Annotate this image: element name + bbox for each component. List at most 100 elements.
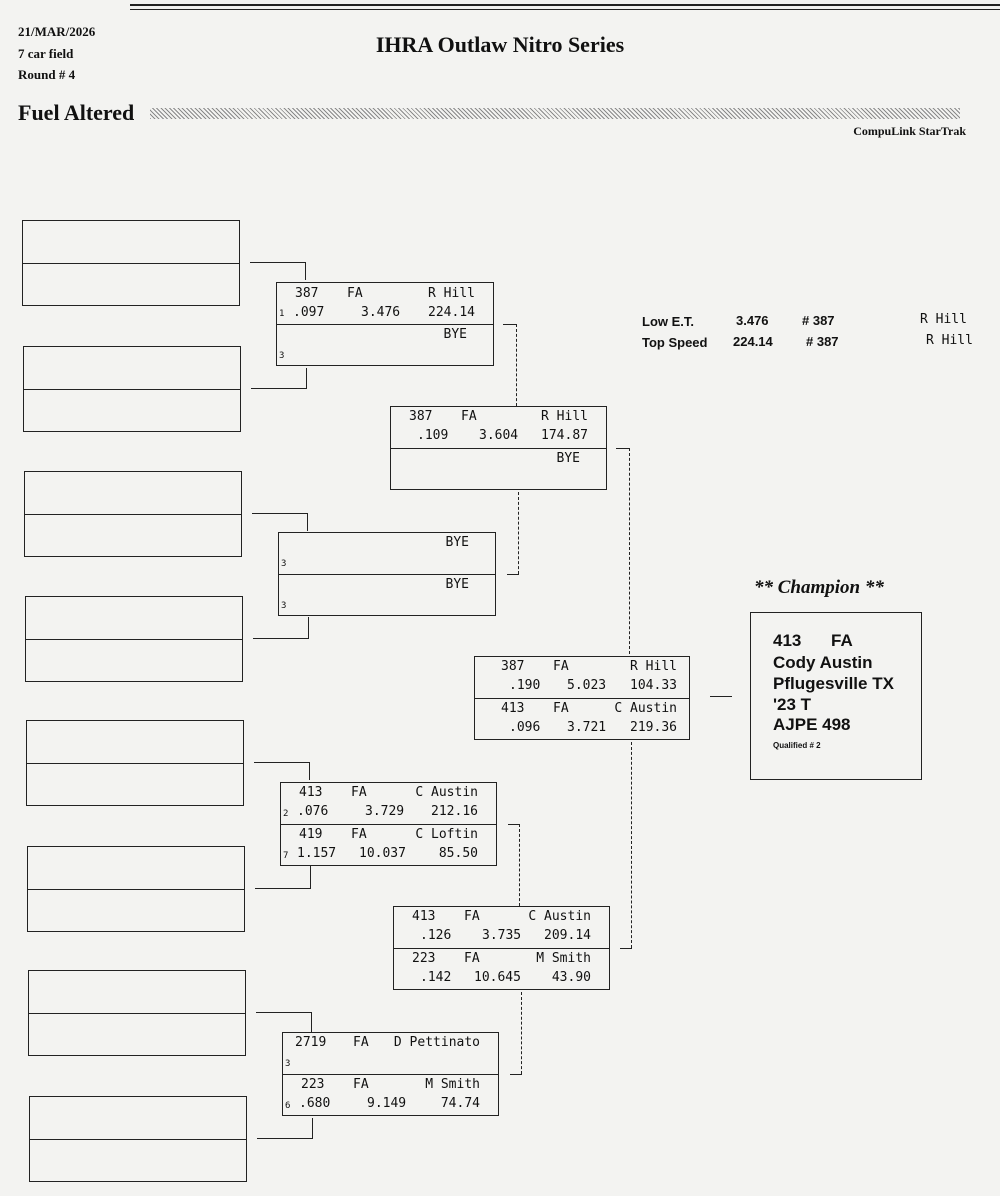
elapsed-time: 3.604: [479, 428, 519, 443]
champion-car-number: 413: [773, 631, 802, 650]
top-speed-car: # 387: [806, 334, 839, 349]
champion-label: ** Champion **: [754, 577, 884, 598]
top-speed-label: Top Speed: [642, 335, 708, 350]
car-number: 413: [299, 785, 323, 800]
reaction-time: .096: [509, 720, 541, 735]
driver-name: R Hill: [630, 659, 677, 674]
elapsed-time: 10.645: [474, 970, 521, 985]
round1-box: [22, 220, 240, 306]
car-class: FA: [353, 1035, 369, 1050]
reaction-time: .190: [509, 678, 541, 693]
speed: 219.36: [630, 720, 677, 735]
seed: 3: [281, 601, 287, 611]
reaction-time: .076: [297, 804, 329, 819]
elapsed-time: 10.037: [359, 846, 406, 861]
round2-match-2: BYE 3 BYE 3: [278, 532, 496, 616]
car-number: 387: [409, 409, 433, 424]
driver-name: BYE: [556, 451, 580, 466]
driver-name: R Hill: [428, 286, 475, 301]
champion-engine: AJPE 498: [773, 715, 851, 734]
round1-box: [27, 846, 245, 932]
driver-name: BYE: [443, 327, 467, 342]
car-class: FA: [553, 659, 569, 674]
seed: 1: [279, 309, 285, 319]
round-number: Round # 4: [18, 67, 76, 82]
reaction-time: .142: [420, 970, 452, 985]
round1-box: [23, 346, 241, 432]
speed: 104.33: [630, 678, 677, 693]
title-hatch-bar: [150, 108, 960, 119]
low-et-driver: R Hill: [920, 312, 967, 327]
driver-name: C Loftin: [415, 827, 478, 842]
round1-box: [29, 1096, 247, 1182]
champion-qualified: Qualified # 2: [773, 741, 821, 750]
top-speed-value: 224.14: [733, 334, 773, 349]
champion-hometown: Pflugesville TX: [773, 674, 894, 693]
elapsed-time: 3.476: [361, 305, 401, 320]
driver-name: R Hill: [541, 409, 588, 424]
round1-box: [28, 970, 246, 1056]
car-class: FA: [351, 827, 367, 842]
low-et-car: # 387: [802, 313, 835, 328]
car-class: FA: [461, 409, 477, 424]
round1-box: [26, 720, 244, 806]
elapsed-time: 5.023: [567, 678, 607, 693]
page-title: IHRA Outlaw Nitro Series: [375, 32, 625, 57]
header-rule-thin: [130, 9, 1000, 10]
champion-driver: Cody Austin: [773, 653, 873, 672]
semifinal-match-2: 413 FA C Austin .126 3.735 209.14 223 FA…: [393, 906, 610, 990]
elapsed-time: 3.721: [567, 720, 607, 735]
car-number: 387: [295, 286, 319, 301]
driver-name: D Pettinato: [393, 1035, 480, 1050]
seed: 3: [281, 559, 287, 569]
class-title: Fuel Altered: [18, 100, 135, 125]
reaction-time: .109: [417, 428, 449, 443]
car-number: 223: [301, 1077, 325, 1092]
semifinal-match-1: 387 FA R Hill .109 3.604 174.87 BYE: [390, 406, 607, 490]
car-class: FA: [347, 286, 363, 301]
elapsed-time: 9.149: [367, 1096, 407, 1111]
car-class: FA: [353, 1077, 369, 1092]
seed: 3: [285, 1059, 291, 1069]
speed: 85.50: [438, 846, 478, 861]
car-number: 419: [299, 827, 323, 842]
final-match: 387 FA R Hill .190 5.023 104.33 413 FA C…: [474, 656, 690, 740]
seed: 2: [283, 809, 289, 819]
low-et-label: Low E.T.: [642, 314, 694, 329]
elapsed-time: 3.735: [482, 928, 522, 943]
round1-box: [25, 596, 243, 682]
car-number: 413: [412, 909, 436, 924]
seed: 6: [285, 1101, 291, 1111]
champion-car: '23 T: [773, 695, 812, 714]
driver-name: BYE: [445, 577, 469, 592]
speed: 209.14: [544, 928, 591, 943]
round2-match-4: 2719 FA D Pettinato 3 223 FA M Smith 6 .…: [282, 1032, 499, 1116]
driver-name: C Austin: [614, 701, 677, 716]
champion-connector: [710, 696, 732, 697]
driver-name: C Austin: [415, 785, 478, 800]
car-class: FA: [553, 701, 569, 716]
event-date: 21/MAR/2026: [18, 24, 96, 39]
seed: 3: [279, 351, 285, 361]
reaction-time: 1.157: [297, 846, 337, 861]
header-rule-thick: [130, 4, 1000, 6]
round1-box: [24, 471, 242, 557]
driver-name: M Smith: [536, 951, 591, 966]
software-credit: CompuLink StarTrak: [853, 124, 966, 138]
driver-name: BYE: [445, 535, 469, 550]
car-class: FA: [464, 951, 480, 966]
round2-match-3: 413 FA C Austin 2 .076 3.729 212.16 419 …: [280, 782, 497, 866]
car-class: FA: [464, 909, 480, 924]
reaction-time: .680: [299, 1096, 331, 1111]
driver-name: M Smith: [425, 1077, 480, 1092]
speed: 43.90: [551, 970, 591, 985]
low-et-value: 3.476: [736, 313, 769, 328]
top-speed-driver: R Hill: [926, 333, 973, 348]
car-class: FA: [351, 785, 367, 800]
reaction-time: .097: [293, 305, 325, 320]
car-number: 2719: [295, 1035, 327, 1050]
seed: 7: [283, 851, 289, 861]
champion-box: 413 FA Cody Austin Pflugesville TX '23 T…: [750, 612, 922, 780]
field-size: 7 car field: [18, 46, 74, 61]
driver-name: C Austin: [528, 909, 591, 924]
